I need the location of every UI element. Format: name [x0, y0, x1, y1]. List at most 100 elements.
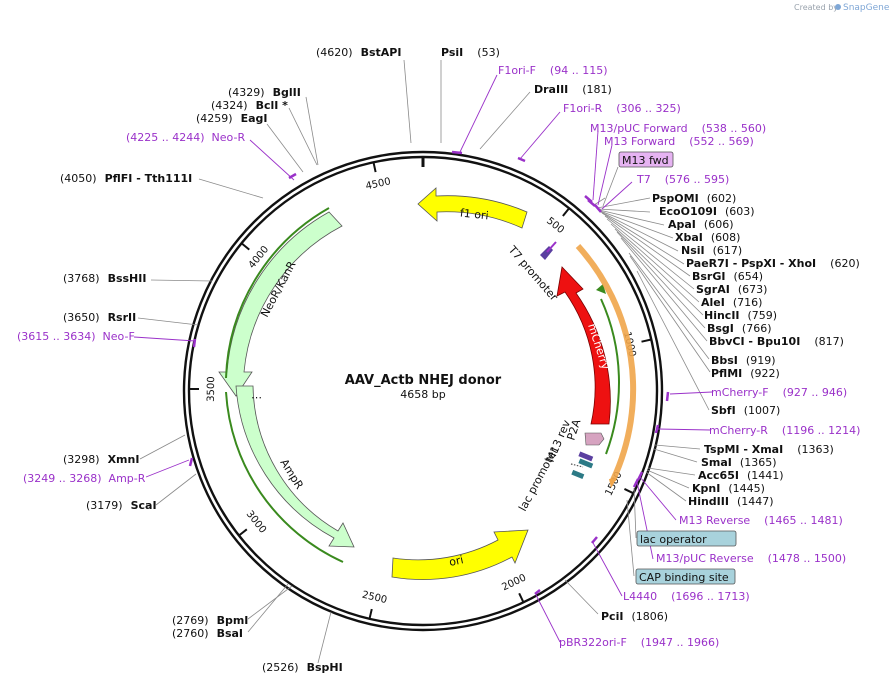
site-name[interactable]: TspMI - XmaI: [704, 443, 783, 456]
site-pos: (1365): [740, 456, 777, 469]
feature-mcherry-strand: [600, 298, 620, 455]
site-name[interactable]: BsrGI: [692, 270, 725, 283]
credit-brand: SnapGene: [843, 3, 890, 13]
feature-cap-site-mark[interactable]: [571, 469, 585, 480]
svg-text:SgrAI(673): SgrAI (673): [696, 283, 767, 296]
svg-text:PaeR7I - PspXI - XhoI(620): PaeR7I - PspXI - XhoI (620): [686, 257, 860, 270]
feature-p2a-label: P2A: [564, 417, 583, 442]
feature-lac-operator-mark[interactable]: [578, 458, 594, 469]
primer-label[interactable]: mCherry-F (927 .. 946): [711, 386, 847, 399]
site-pos: (602): [707, 192, 737, 205]
svg-text:(2760)BsaI: (2760)BsaI: [172, 627, 243, 640]
site-pos: (1363): [797, 443, 834, 456]
site-name[interactable]: KpnI: [692, 482, 720, 495]
site-name[interactable]: BbsI: [711, 354, 738, 367]
m13-fwd-box[interactable]: [618, 151, 674, 168]
site-name[interactable]: EagI: [241, 112, 268, 125]
site-name[interactable]: ApaI: [668, 218, 696, 231]
site-name[interactable]: XmnI: [108, 453, 140, 466]
site-pos: (4329): [228, 86, 265, 99]
site-name[interactable]: BstAPI: [361, 46, 402, 59]
site-pos: (4259): [196, 112, 233, 125]
svg-text:(3298)XmnI: (3298)XmnI: [63, 453, 139, 466]
site-name[interactable]: NsiI: [681, 244, 705, 257]
site-name[interactable]: PflMI: [711, 367, 742, 380]
site-name[interactable]: HindIII: [688, 495, 729, 508]
site-pos: (654): [733, 270, 763, 283]
site-name[interactable]: PspOMI: [652, 192, 699, 205]
site-name[interactable]: DraIII: [534, 83, 568, 96]
site-pos: (3768): [63, 272, 100, 285]
site-pos: (620): [830, 257, 860, 270]
feature-ampr[interactable]: [235, 385, 355, 548]
feature-ampr-strand: [225, 391, 344, 563]
site-name[interactable]: PciI: [601, 610, 623, 623]
site-pos: (673): [738, 283, 768, 296]
plasmid-size: 4658 bp: [400, 388, 445, 401]
site-name[interactable]: PsiI: [441, 46, 463, 59]
feature-f1-ori-label: f1 ori: [459, 206, 489, 222]
site-name[interactable]: BbvCI - Bpu10I: [709, 335, 800, 348]
site-name[interactable]: AleI: [701, 296, 725, 309]
feature-neo-kanr[interactable]: [218, 211, 343, 397]
site-name[interactable]: Acc65I: [698, 469, 739, 482]
svg-text:(3179)ScaI: (3179)ScaI: [86, 499, 157, 512]
feature-mcherry-label: mCherry: [585, 322, 612, 372]
site-pos: (606): [704, 218, 734, 231]
cap-binding-site-box[interactable]: [635, 568, 736, 585]
lac-operator-box[interactable]: [636, 530, 737, 547]
site-name[interactable]: BssHII: [108, 272, 147, 285]
primer-label[interactable]: (3615 .. 3634) Neo-F: [17, 330, 135, 343]
site-name[interactable]: SbfI: [711, 404, 736, 417]
primer-label[interactable]: M13/pUC Forward (538 .. 560): [590, 122, 766, 135]
site-name[interactable]: RsrII: [108, 311, 137, 324]
feature-orange-band: [575, 243, 637, 482]
site-name[interactable]: XbaI: [675, 231, 703, 244]
primer-label[interactable]: M13/pUC Reverse (1478 .. 1500): [656, 552, 846, 565]
site-name[interactable]: PflFI - Tth111I: [105, 172, 193, 185]
site-pos: (603): [725, 205, 755, 218]
primer-label[interactable]: T7 (576 .. 595): [636, 173, 729, 186]
primer-label[interactable]: F1ori-R (306 .. 325): [563, 102, 681, 115]
site-pos: (1445): [728, 482, 765, 495]
feature-m13-rev-mark[interactable]: [578, 451, 594, 462]
svg-text:HincII(759): HincII(759): [704, 309, 777, 322]
site-name[interactable]: BglII: [273, 86, 301, 99]
svg-text:BbvCI - Bpu10I(817): BbvCI - Bpu10I(817): [709, 335, 844, 348]
feature-ori[interactable]: [391, 529, 529, 580]
feature-f1-ori[interactable]: [417, 187, 528, 229]
svg-text:SmaI(1365): SmaI (1365): [701, 456, 776, 469]
site-name[interactable]: SgrAI: [696, 283, 730, 296]
cap-binding-site-box-label: CAP binding site: [639, 571, 729, 584]
m13-fwd-box-label: M13 fwd: [622, 154, 669, 167]
feature-t7-promoter-tip: [546, 241, 557, 253]
feature-p2a[interactable]: [584, 432, 605, 446]
primer-label[interactable]: L4440 (1696 .. 1713): [623, 590, 750, 603]
primer-label[interactable]: mCherry-R (1196 .. 1214): [709, 424, 860, 437]
primer-label[interactable]: M13 Reverse (1465 .. 1481): [679, 514, 843, 527]
site-name[interactable]: HincII: [704, 309, 740, 322]
feature-lac-promoter-mark[interactable]: [570, 463, 584, 468]
primer-label[interactable]: pBR322ori-F (1947 .. 1966): [559, 636, 719, 649]
position-tick-label: 4500: [365, 176, 392, 192]
site-name[interactable]: BspHI: [307, 661, 343, 674]
site-name[interactable]: BsaI: [217, 627, 243, 640]
site-name[interactable]: ScaI: [131, 499, 157, 512]
site-name[interactable]: BpmI: [217, 614, 249, 627]
site-name[interactable]: EcoO109I: [659, 205, 717, 218]
site-name[interactable]: SmaI: [701, 456, 732, 469]
primer-label[interactable]: M13 Forward (552 .. 569): [604, 135, 754, 148]
primer-label[interactable]: F1ori-F (94 .. 115): [498, 64, 607, 77]
svg-text:HindIII(1447): HindIII(1447): [688, 495, 774, 508]
site-name[interactable]: BsgI: [707, 322, 734, 335]
svg-text:(4324)BclI *: (4324)BclI *: [211, 99, 288, 112]
primer-label[interactable]: (3249 .. 3268) Amp-R: [23, 472, 146, 485]
feature-t7-promoter-label: T7 promoter: [505, 243, 561, 304]
site-name[interactable]: PaeR7I - PspXI - XhoI: [686, 257, 816, 270]
leader-lines: [137, 59, 711, 664]
site-name[interactable]: BclI *: [256, 99, 289, 112]
feature-mcherry[interactable]: [556, 266, 611, 425]
primer-label[interactable]: (4225 .. 4244) Neo-R: [126, 131, 245, 144]
svg-text:Acc65I(1441): Acc65I(1441): [698, 469, 784, 482]
svg-text:PsiI(53): PsiI(53): [441, 46, 500, 59]
